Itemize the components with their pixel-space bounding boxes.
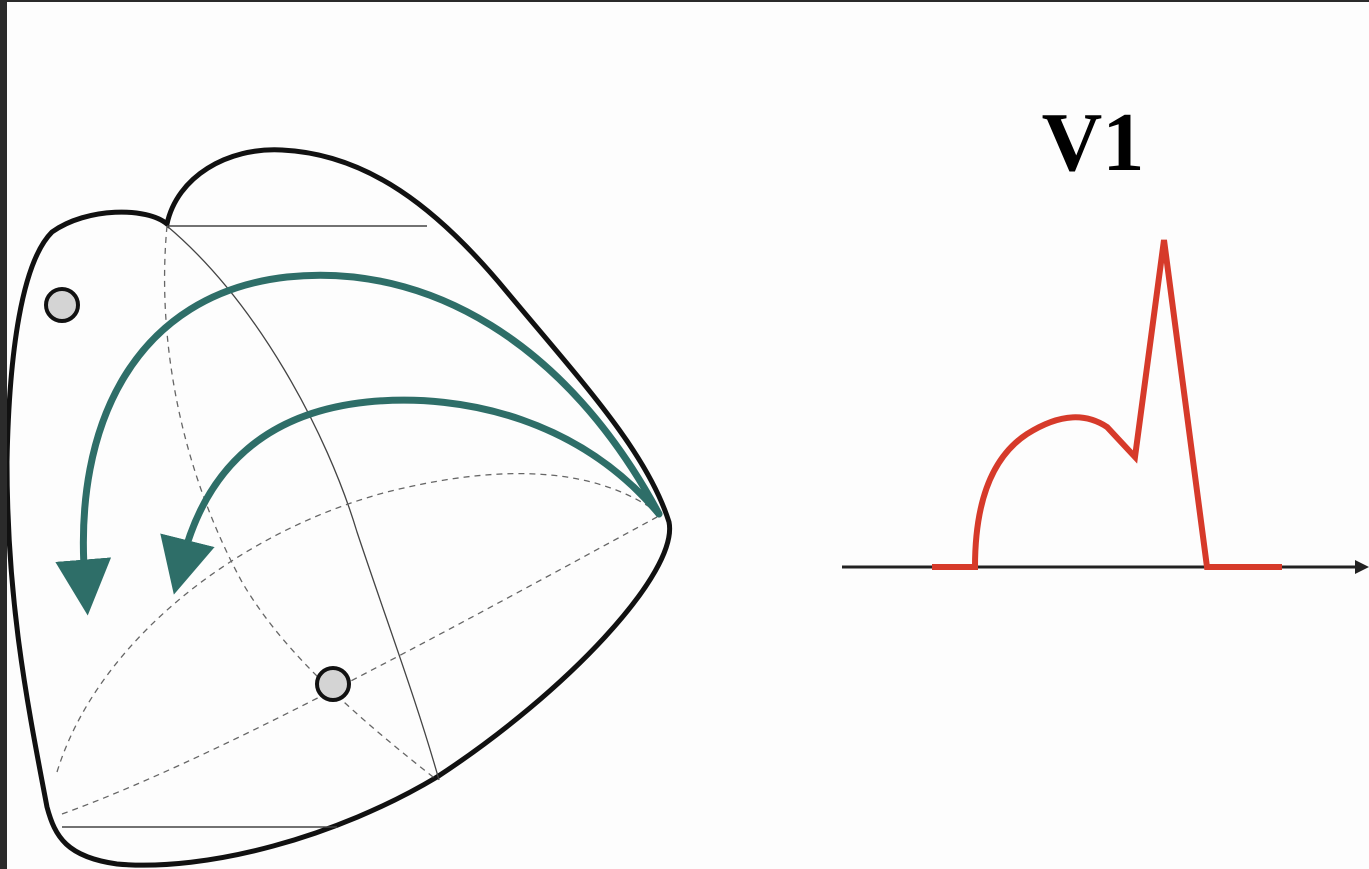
axis-arrow-icon [1355,560,1369,574]
electrode-dot-icon [317,668,349,700]
electrodes [46,289,349,700]
curved-arrow-icon [83,275,659,582]
lead-label: V1 [1042,96,1145,189]
dashed-curve-lower [62,517,657,814]
electrode-dot-icon [46,289,78,321]
ecg-waveform [842,240,1369,574]
dashed-curve-upper [57,474,657,772]
ecg-trace [932,240,1282,567]
heart-ecg-diagram: V1 [7,2,1369,869]
diagram-canvas: V1 [7,2,1369,869]
heart-outline [7,150,670,865]
activation-arrows [83,275,659,582]
